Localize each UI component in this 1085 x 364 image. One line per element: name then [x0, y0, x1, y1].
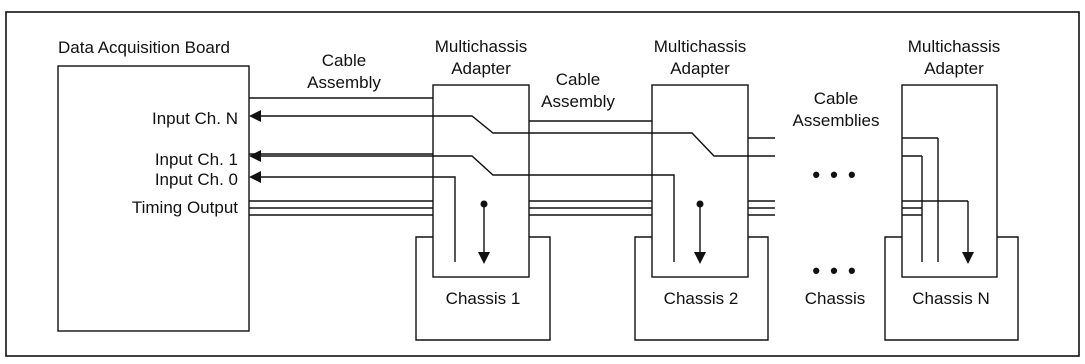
- ellipsis-cables: • • •: [812, 162, 857, 187]
- adapter-1-box: [432, 84, 530, 278]
- cable-assembly-2-label-line2: Assembly: [541, 92, 615, 111]
- timing-output-label: Timing Output: [132, 198, 238, 217]
- chassis-1-label: Chassis 1: [446, 289, 521, 308]
- input-ch-0-label: Input Ch. 0: [155, 170, 238, 189]
- cable-board-to-adapter-1: [249, 97, 433, 216]
- input-channel-arrows: [249, 110, 652, 262]
- chassis-1-box: [415, 236, 551, 341]
- chassis-middle-label: Chassis: [805, 289, 865, 308]
- adapter-1-label-line1: Multichassis: [435, 37, 528, 56]
- adapter-n-label-line1: Multichassis: [908, 37, 1001, 56]
- adapter-2-label-line2: Adapter: [670, 59, 730, 78]
- adapter-n-wiring: [921, 138, 974, 264]
- cable-assembly-2-label-line1: Cable: [556, 70, 600, 89]
- daq-board-title: Data Acquisition Board: [58, 38, 230, 57]
- cable-stubs-after-adapter-2: [748, 137, 775, 216]
- cable-stubs-before-adapter-n: [902, 137, 968, 216]
- chassis-n-box: [884, 236, 1019, 341]
- chassis-2-label: Chassis 2: [664, 289, 739, 308]
- cable-assemblies-label-line2: Assemblies: [793, 111, 880, 130]
- daq-board-box: [57, 65, 250, 332]
- cable-assembly-1-label-line1: Cable: [322, 51, 366, 70]
- chassis-2-box: [634, 236, 769, 341]
- cable-adapter-1-to-2: [529, 120, 652, 216]
- adapter-2-wiring: [652, 132, 748, 264]
- adapter-1-label-line2: Adapter: [451, 59, 511, 78]
- input-ch-1-label: Input Ch. 1: [155, 150, 238, 169]
- adapter-n-box: [901, 84, 998, 278]
- ellipsis-chassis: • • •: [812, 258, 857, 283]
- cable-assemblies-label-line1: Cable: [814, 89, 858, 108]
- chassis-n-label: Chassis N: [912, 289, 989, 308]
- adapter-1-timing-tap: [478, 200, 490, 264]
- adapter-n-label-line2: Adapter: [924, 59, 984, 78]
- adapter-2-label-line1: Multichassis: [654, 37, 747, 56]
- diagram-frame: [5, 11, 1080, 357]
- cable-assembly-1-label-line2: Assembly: [307, 73, 381, 92]
- input-ch-n-label: Input Ch. N: [152, 109, 238, 128]
